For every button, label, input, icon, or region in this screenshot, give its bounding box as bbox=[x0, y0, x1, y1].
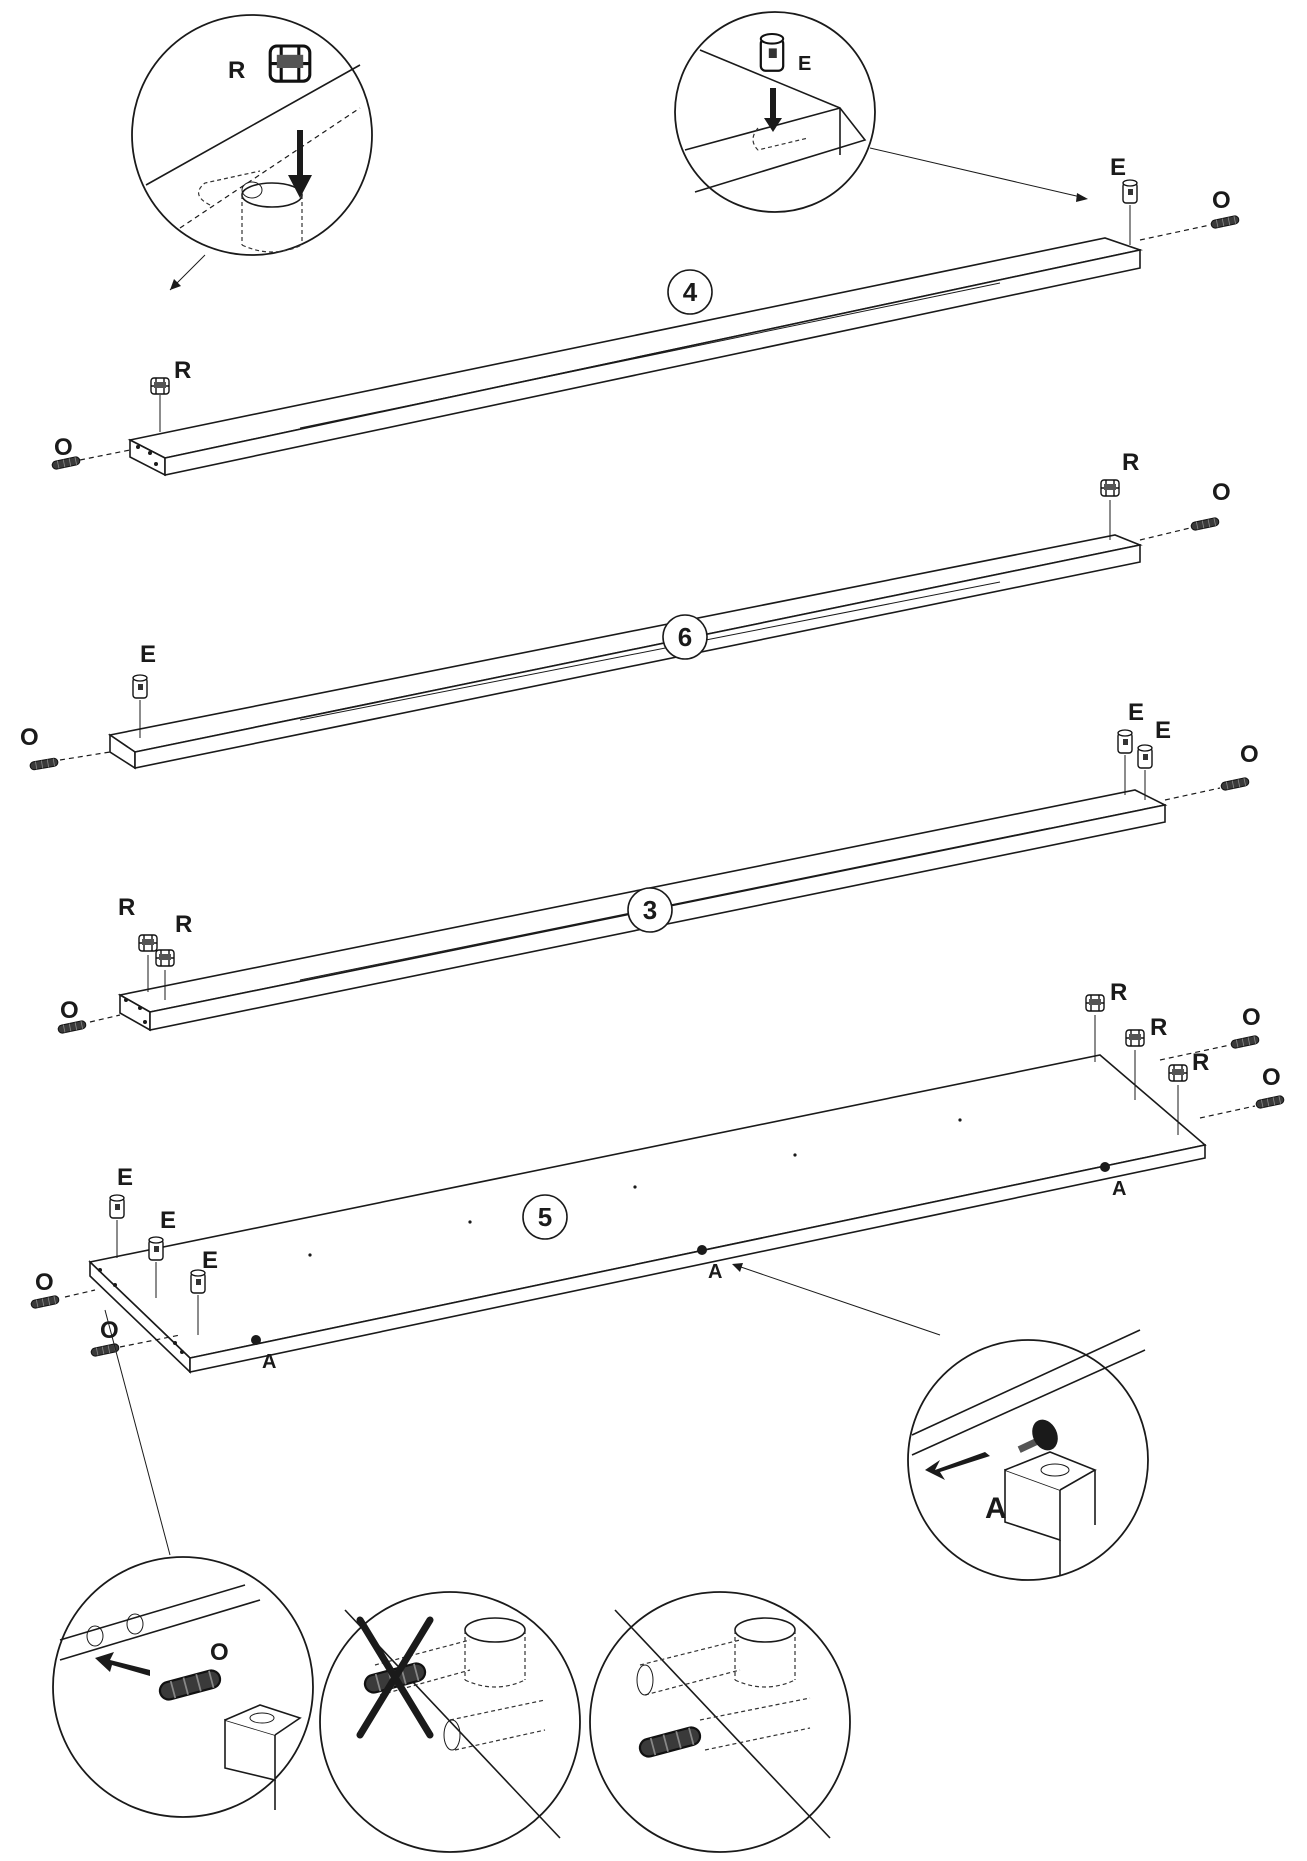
arrow-icon bbox=[1076, 193, 1088, 202]
cam-lock-hardware: R bbox=[1125, 1014, 1167, 1100]
detail-leader bbox=[869, 147, 1086, 199]
cam-lock-hardware: R bbox=[150, 357, 191, 432]
part-number-3: 3 bbox=[643, 895, 657, 925]
hardware-label-o: O bbox=[54, 434, 73, 461]
rail-part-3: 3 bbox=[117, 789, 1168, 1032]
hardware-label-e: E bbox=[202, 1247, 218, 1274]
cam-lock-hardware: R bbox=[1085, 979, 1127, 1062]
hardware-label-a: A bbox=[262, 1351, 276, 1373]
dowel-hardware: O bbox=[50, 434, 131, 471]
cam-bolt-hardware: E bbox=[1137, 717, 1171, 800]
glide-hardware: A bbox=[697, 1245, 722, 1283]
rail-part-4: 4 bbox=[127, 237, 1143, 477]
cam-lock-hardware: R bbox=[1100, 449, 1139, 540]
dowel-hardware: O bbox=[1139, 187, 1241, 241]
hardware-label-o: O bbox=[1262, 1064, 1281, 1091]
dowel-hardware: O bbox=[1164, 741, 1259, 801]
rail-part-6: 6 bbox=[107, 534, 1143, 770]
cam-bolt-hardware: E bbox=[1110, 154, 1138, 245]
arrow-icon bbox=[732, 1263, 743, 1272]
hardware-label-o: O bbox=[60, 997, 79, 1024]
panel-part-5: 5 bbox=[88, 1054, 1207, 1374]
hardware-label-r: R bbox=[1192, 1049, 1209, 1076]
hardware-label-e: E bbox=[160, 1207, 176, 1234]
part-number-6: 6 bbox=[678, 622, 692, 652]
hardware-label-e: E bbox=[117, 1164, 133, 1191]
detail-circle-glide: A bbox=[907, 1329, 1149, 1581]
detail-label-cam-lock: R bbox=[228, 57, 245, 84]
cam-lock-hardware: R bbox=[118, 894, 158, 992]
hardware-label-a: A bbox=[1112, 1178, 1126, 1200]
hardware-label-r: R bbox=[118, 894, 135, 921]
glide-hardware: A bbox=[251, 1335, 276, 1373]
cam-bolt-hardware: E bbox=[148, 1207, 176, 1298]
cam-bolt-hardware: E bbox=[132, 641, 156, 738]
cam-lock-hardware: R bbox=[155, 911, 192, 1000]
hardware-label-o: O bbox=[35, 1269, 54, 1296]
hardware-label-e: E bbox=[1128, 699, 1144, 726]
hardware-label-e: E bbox=[1155, 717, 1171, 744]
detail-label-glide: A bbox=[985, 1492, 1007, 1525]
dowel-hardware: O bbox=[1139, 479, 1231, 541]
hardware-label-o: O bbox=[1212, 479, 1231, 506]
dowel-hardware: O bbox=[29, 1269, 96, 1310]
dowel-hardware: O bbox=[89, 1317, 181, 1358]
dowel-hardware: O bbox=[20, 724, 111, 771]
detail-circle-dowel-insert: O bbox=[52, 1556, 314, 1818]
hardware-label-o: O bbox=[20, 724, 39, 751]
cam-lock-hardware: R bbox=[1168, 1049, 1209, 1135]
detail-label-dowel: O bbox=[210, 1639, 229, 1666]
hardware-label-o: O bbox=[1240, 741, 1259, 768]
part-number-5: 5 bbox=[538, 1202, 552, 1232]
cam-bolt-hardware: E bbox=[190, 1247, 218, 1335]
detail-circle-wrong-orientation bbox=[319, 1591, 581, 1853]
detail-leader bbox=[104, 1309, 171, 1556]
hardware-label-r: R bbox=[1150, 1014, 1167, 1041]
detail-label-cam-bolt: E bbox=[798, 53, 811, 75]
hardware-label-o: O bbox=[1242, 1004, 1261, 1031]
hardware-label-r: R bbox=[175, 911, 192, 938]
dowel-hardware: O bbox=[1159, 1004, 1261, 1061]
detail-circle-cam-lock: R bbox=[131, 14, 373, 256]
arrow-icon bbox=[170, 279, 181, 290]
hardware-label-o: O bbox=[1212, 187, 1231, 214]
hardware-label-e: E bbox=[140, 641, 156, 668]
part-number-4: 4 bbox=[683, 277, 698, 307]
hardware-label-e: E bbox=[1110, 154, 1126, 181]
dowel-hardware: O bbox=[1199, 1064, 1286, 1119]
hardware-label-r: R bbox=[1110, 979, 1127, 1006]
detail-circle-correct-orientation bbox=[589, 1591, 851, 1853]
detail-leader bbox=[734, 1264, 941, 1336]
hardware-label-o: O bbox=[100, 1317, 119, 1344]
dowel-hardware: O bbox=[56, 997, 121, 1035]
glide-hardware: A bbox=[1100, 1162, 1126, 1200]
cam-bolt-hardware: E bbox=[109, 1164, 133, 1258]
hardware-label-a: A bbox=[708, 1261, 722, 1283]
cam-bolt-hardware: E bbox=[1117, 699, 1144, 795]
detail-circle-cam-bolt: E bbox=[674, 11, 876, 213]
hardware-label-r: R bbox=[174, 357, 191, 384]
hardware-label-r: R bbox=[1122, 449, 1139, 476]
